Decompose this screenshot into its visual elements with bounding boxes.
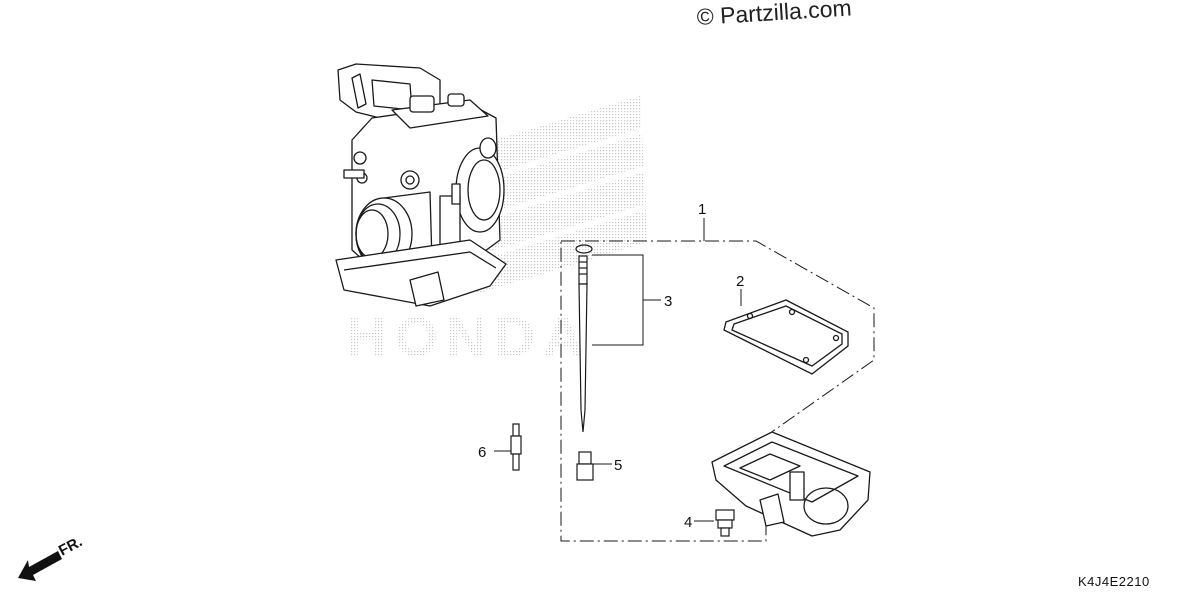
callout-3: 3 (664, 293, 672, 310)
callout-1: 1 (698, 201, 706, 218)
carburetor-assembly-drawing (335, 63, 507, 307)
pilot-jet-drawing (510, 423, 522, 471)
kit-boundary (560, 240, 875, 542)
float-bowl-drawing (711, 431, 871, 537)
drain-screw-drawing (715, 509, 735, 537)
front-label: FR. (56, 533, 85, 559)
jet-needle-drawing (575, 244, 593, 433)
callout-2: 2 (736, 273, 744, 290)
gasket-drawing (723, 299, 849, 375)
callout-5: 5 (614, 457, 622, 474)
front-arrow-icon: FR. (18, 533, 85, 581)
ghost-logo-text: HONDA (346, 305, 591, 368)
diagram-code: K4J4E2210 (1078, 574, 1150, 589)
callout-4: 4 (684, 514, 692, 531)
callout-6: 6 (478, 444, 486, 461)
main-jet-drawing (576, 451, 594, 481)
